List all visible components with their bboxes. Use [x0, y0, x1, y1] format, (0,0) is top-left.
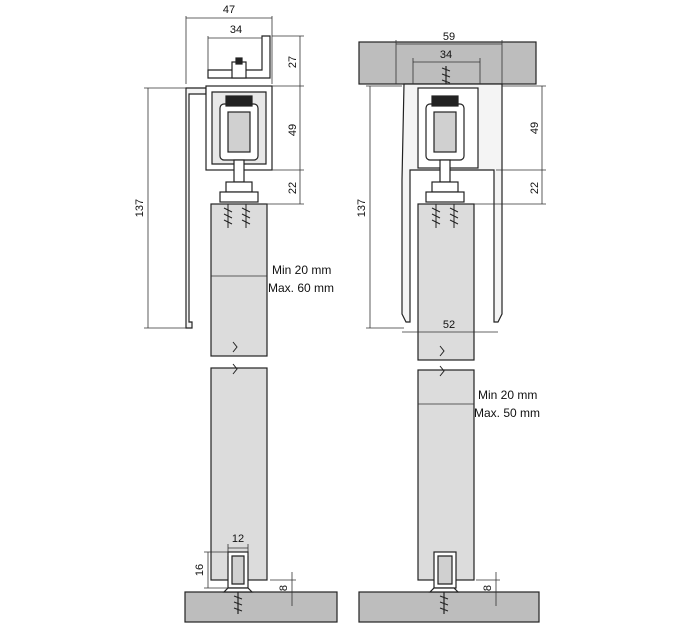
- right-door-lower: [417, 369, 475, 581]
- left-note-max: Max. 60 mm: [268, 281, 334, 295]
- left-dim-guide-width: 12: [232, 533, 244, 545]
- right-door-thickness-note: Min 20 mm Max. 50 mm: [474, 388, 540, 420]
- right-door-screws: [431, 204, 459, 228]
- left-dim-top-inner: 34: [230, 24, 242, 36]
- right-dim-bottom-width: 52: [443, 319, 455, 331]
- left-assembly: [184, 35, 338, 623]
- left-dimension-labels: 47 34 27 49 22 137 12 16 8: [134, 4, 299, 591]
- left-door-screws: [223, 204, 251, 228]
- left-door-break-top: [232, 341, 238, 353]
- left-dim-height: 137: [134, 199, 146, 217]
- left-floor: [184, 591, 338, 623]
- right-dim-right-mid: 49: [529, 122, 541, 134]
- left-door-lower: [210, 367, 268, 581]
- left-dim-right-top: 27: [287, 56, 299, 68]
- left-door-upper: [210, 203, 268, 357]
- right-floor: [358, 591, 540, 623]
- left-door-thickness-note: Min 20 mm Max. 60 mm: [268, 263, 334, 295]
- left-wall-profile: [185, 87, 207, 329]
- right-ceiling: [358, 41, 537, 85]
- right-dim-right-low: 22: [529, 182, 541, 194]
- left-dim-right-mid: 49: [287, 124, 299, 136]
- left-note-min: Min 20 mm: [272, 263, 331, 277]
- right-dim-top-width: 59: [443, 31, 455, 43]
- right-note-max: Max. 50 mm: [474, 406, 540, 420]
- left-dimensions: [144, 16, 304, 606]
- left-dim-floor-gap: 8: [278, 585, 290, 591]
- left-dim-guide-height: 16: [194, 564, 206, 576]
- right-dim-top-inner: 34: [440, 49, 452, 61]
- left-dim-top-width: 47: [223, 4, 235, 16]
- right-dimensions: [366, 40, 546, 606]
- right-dimension-labels: 59 34 49 22 137 52 8: [356, 31, 541, 591]
- right-note-min: Min 20 mm: [478, 388, 537, 402]
- left-dim-right-low: 22: [287, 182, 299, 194]
- right-hanger-bolt: [439, 159, 451, 183]
- right-assembly: [358, 41, 540, 623]
- left-hanger-bolt: [233, 159, 245, 183]
- right-dim-floor-gap: 8: [482, 585, 494, 591]
- right-dim-height: 137: [356, 199, 368, 217]
- right-door-upper: [417, 203, 475, 361]
